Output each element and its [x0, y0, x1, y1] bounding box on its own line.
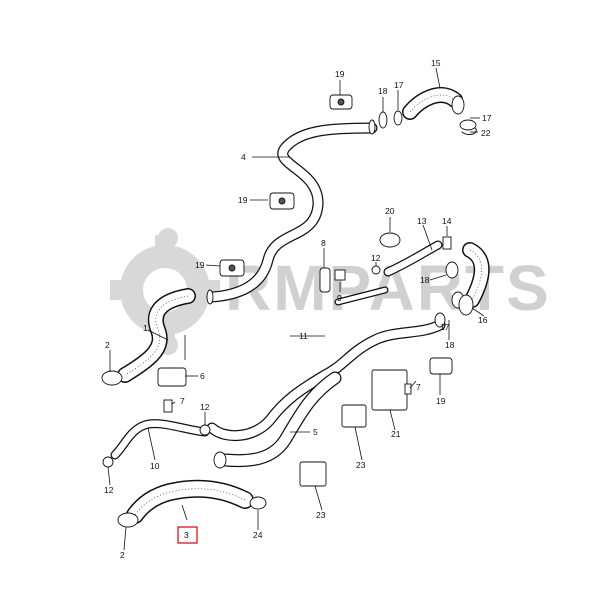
callout-4: 4: [241, 152, 246, 162]
leader-lines: [107, 67, 485, 551]
callout-18: 18: [378, 86, 388, 96]
pipe-12-center: [334, 286, 389, 306]
pipe-13: [383, 240, 443, 277]
callout-19: 19: [335, 69, 345, 79]
callout-17: 17: [440, 322, 450, 332]
hose-16: [462, 242, 490, 308]
callout-19: 19: [195, 260, 205, 270]
highlight-box-3: [177, 526, 198, 544]
callout-11: 11: [299, 331, 308, 341]
hose-15: [402, 87, 465, 120]
callout-8: 8: [321, 238, 326, 248]
callout-19: 19: [436, 396, 446, 406]
callout-labels: 19 18 17 15 17 22 4 19 20 13 14 8 12 19 …: [104, 58, 492, 560]
callout-18: 18: [445, 340, 455, 350]
callout-1: 1: [143, 323, 148, 333]
callout-12: 12: [371, 253, 381, 263]
callout-6: 6: [200, 371, 205, 381]
hose-1: [117, 288, 196, 383]
pipe-11: [206, 319, 446, 442]
callout-21: 21: [391, 429, 401, 439]
callout-3: 3: [184, 530, 189, 540]
callout-16: 16: [478, 315, 488, 325]
callout-7: 7: [416, 382, 421, 392]
callout-23: 23: [356, 460, 366, 470]
callout-9: 9: [337, 293, 342, 303]
callout-22: 22: [481, 128, 491, 138]
callout-15: 15: [431, 58, 441, 68]
callout-13: 13: [417, 216, 427, 226]
callout-2: 2: [105, 340, 110, 350]
pipe-5: [218, 371, 342, 468]
callout-10: 10: [150, 461, 160, 471]
callout-12: 12: [104, 485, 114, 495]
hose-3: [126, 479, 254, 524]
callout-2: 2: [120, 550, 125, 560]
callout-14: 14: [442, 216, 452, 226]
pipe-10: [110, 419, 210, 460]
callout-20: 20: [385, 206, 395, 216]
callout-19: 19: [238, 195, 248, 205]
clamp-parts: [101, 94, 477, 528]
callout-17: 17: [482, 113, 492, 123]
callout-18: 18: [420, 275, 430, 285]
callout-7: 7: [180, 396, 185, 406]
hose-4: [206, 119, 378, 305]
callout-5: 5: [313, 427, 318, 437]
callout-24: 24: [253, 530, 263, 540]
callout-12: 12: [200, 402, 210, 412]
callout-23: 23: [316, 510, 326, 520]
callout-17: 17: [394, 80, 404, 90]
